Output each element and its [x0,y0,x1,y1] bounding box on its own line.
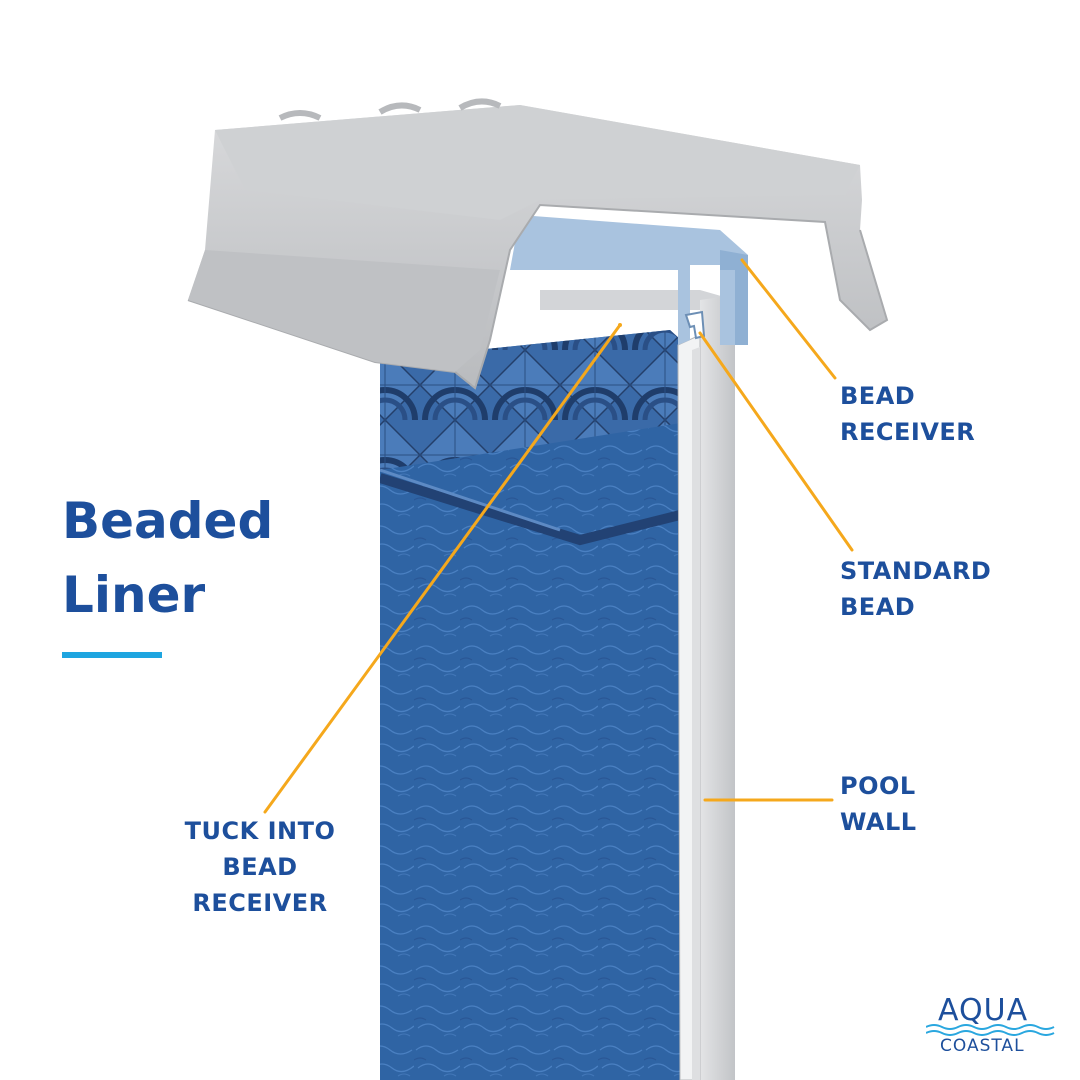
callout-tuck-line-1: TUCK INTO [184,817,336,845]
bead-receiver-shape [510,215,748,345]
logo-waves-icon [926,1024,1055,1036]
title-line-2: Liner [62,566,206,624]
title-line-1: Beaded [62,492,274,550]
callout-standard-bead-line-2: BEAD [840,593,916,621]
pool-wall-edge [700,295,735,1080]
callout-pool-wall-line-1: POOL [840,772,916,800]
diagram-title: Beaded Liner [62,484,273,632]
coping-underside [188,250,500,372]
leader-tuck-anchor [618,323,622,327]
callout-pool-wall: POOL WALL [840,768,917,840]
callout-tuck: TUCK INTO BEAD RECEIVER [158,813,362,921]
callout-bead-receiver-line-1: BEAD [840,382,916,410]
callout-bead-receiver: BEAD RECEIVER [840,378,975,450]
standard-bead-shape [684,310,706,340]
title-underline [62,652,162,658]
leader-tuck [263,323,622,814]
leader-lines [263,258,854,814]
callout-standard-bead-line-1: STANDARD [840,557,992,585]
callout-bead-receiver-line-2: RECEIVER [840,418,976,446]
liner-panel [380,330,692,1080]
callout-standard-bead: STANDARD BEAD [840,553,991,625]
leader-bead-receiver [740,258,837,380]
callout-tuck-line-2: BEAD RECEIVER [192,853,328,917]
aqua-coastal-logo: AQUA COASTAL [924,994,1060,1058]
callout-pool-wall-line-2: WALL [840,808,917,836]
logo-wordmark-bottom: COASTAL [940,1036,1025,1056]
leader-standard-bead [698,331,854,552]
logo-wordmark-top: AQUA [938,993,1029,1028]
